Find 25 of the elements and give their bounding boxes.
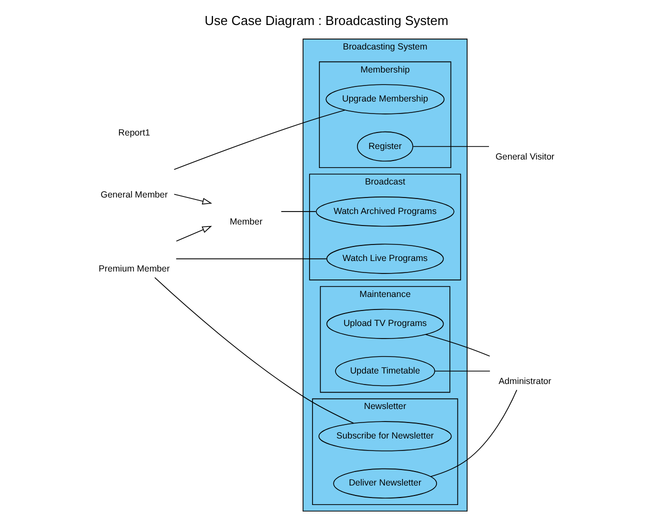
arrow: [175, 226, 212, 242]
node-ellipse: Subscribe for Newsletter: [318, 421, 452, 452]
connector: [430, 390, 517, 477]
connector: [424, 334, 490, 357]
node-ellipse: Watch Live Programs: [326, 244, 444, 274]
connector: [154, 277, 354, 424]
diagram-title: Use Case Diagram : Broadcasting System: [204, 13, 448, 28]
connector: [280, 211, 316, 212]
connector: [412, 146, 489, 147]
connector: [175, 258, 327, 260]
connector: [173, 110, 345, 170]
node-ellipse: Upgrade Membership: [325, 84, 444, 114]
node-ellipse: Update Timetable: [334, 356, 435, 386]
arrow: [173, 194, 212, 205]
node-text: General Member: [100, 190, 168, 200]
connector: [434, 370, 490, 372]
node-text: Premium Member: [98, 264, 170, 274]
node-text: Administrator: [498, 376, 551, 386]
node-ellipse: Watch Archived Programs: [315, 196, 454, 227]
node-text: General Visitor: [494, 151, 554, 162]
node-text: Member: [229, 216, 262, 226]
node-ellipse: Deliver Newsletter: [332, 468, 437, 498]
label: Report1: [118, 128, 150, 138]
node-ellipse: Register: [356, 131, 413, 162]
node-ellipse: Upload TV Programs: [326, 308, 444, 339]
